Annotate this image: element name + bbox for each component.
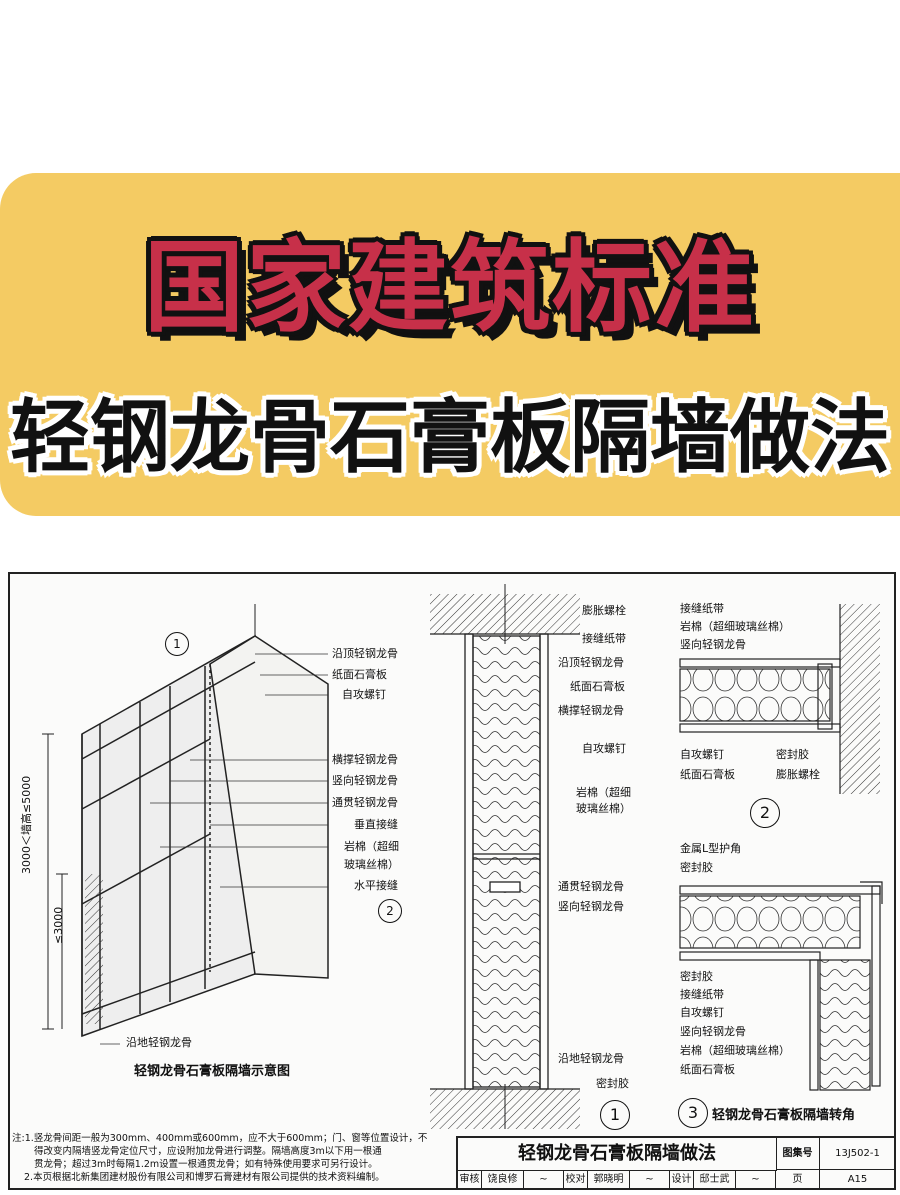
section-label: 玻璃丝棉） [576, 802, 631, 815]
page-number: A15 [820, 1170, 896, 1190]
dimension-label: 3000＜墙高≤5000 [20, 775, 33, 874]
left-label: 通贯轻钢龙骨 [332, 796, 398, 809]
note-line: 得改变内隔墙竖龙骨定位尺寸，应设附加龙骨进行调整。隔墙高度3m以下用一根通 [34, 1146, 382, 1157]
detail-3 [679, 881, 883, 1091]
detail-label: 膨胀螺栓 [776, 768, 820, 781]
designer-signature: ~ [736, 1170, 776, 1190]
detail-label: 接缝纸带 [680, 602, 724, 615]
detail-label: 密封胶 [680, 861, 713, 874]
bottom-left-label: 沿地轻钢龙骨 [126, 1036, 192, 1049]
section-label: 接缝纸带 [582, 632, 626, 645]
atlas-number: 13J502-1 [820, 1138, 896, 1170]
detail-label: 竖向轻钢龙骨 [680, 1025, 746, 1038]
detail-marker: 2 [750, 798, 780, 828]
section-label: 横撑轻钢龙骨 [558, 704, 624, 717]
detail-label: 纸面石膏板 [680, 768, 735, 781]
detail-label: 密封胶 [680, 970, 713, 983]
section-label: 沿地轻钢龙骨 [558, 1052, 624, 1065]
detail-label: 岩棉（超细玻璃丝棉） [680, 1044, 790, 1057]
section-label: 密封胶 [596, 1077, 629, 1090]
reviewer-signature: ~ [524, 1170, 564, 1190]
left-label: 沿顶轻钢龙骨 [332, 647, 398, 660]
left-label: 纸面石膏板 [332, 668, 387, 681]
note-line: 注:1.竖龙骨间距一般为300mm、400mm或600mm，应不大于600mm；… [12, 1133, 428, 1144]
detail-label: 接缝纸带 [680, 988, 724, 1001]
dimension-label: ≤3000 [52, 906, 65, 944]
left-label: 岩棉（超细 [344, 840, 399, 853]
left-label: 垂直接缝 [354, 818, 398, 831]
detail-marker: 3 [678, 1098, 708, 1128]
left-label: 水平接缝 [354, 879, 398, 892]
title-block: 轻钢龙骨石膏板隔墙做法 图集号 13J502-1 审核 饶良修 ~ 校对 郭晓明… [456, 1136, 896, 1190]
isometric-wall [42, 604, 329, 1038]
section-label: 通贯轻钢龙骨 [558, 880, 624, 893]
drawing-sheet: 沿顶轻钢龙骨 纸面石膏板 自攻螺钉 横撑轻钢龙骨 竖向轻钢龙骨 通贯轻钢龙骨 垂… [8, 572, 896, 1190]
section-label: 沿顶轻钢龙骨 [558, 656, 624, 669]
note-line: 2.本页根据北新集团建材股份有限公司和博罗石膏建材有限公司提供的技术资料编制。 [24, 1172, 385, 1183]
section-label: 纸面石膏板 [570, 680, 625, 693]
checker-signature: ~ [630, 1170, 670, 1190]
section-marker: 1 [165, 632, 189, 656]
drawing-linework [42, 584, 883, 1129]
corner-caption: 轻钢龙骨石膏板隔墙转角 [712, 1108, 856, 1123]
detail-label: 竖向轻钢龙骨 [680, 638, 746, 651]
page-label: 页 [776, 1170, 820, 1190]
left-label: 玻璃丝棉） [344, 858, 399, 871]
detail-label: 自攻螺钉 [680, 748, 724, 761]
notes: 注:1.竖龙骨间距一般为300mm、400mm或600mm，应不大于600mm；… [12, 1132, 452, 1184]
reviewer-name: 饶良修 [482, 1170, 524, 1190]
detail-label: 金属L型护角 [680, 842, 742, 855]
section-label: 岩棉（超细 [576, 786, 631, 799]
subheadline: 轻钢龙骨石膏板隔墙做法 [10, 391, 890, 484]
review-label: 审核 [458, 1170, 482, 1190]
title-banner [0, 173, 900, 516]
checker-name: 郭晓明 [588, 1170, 630, 1190]
detail-2 [679, 604, 880, 794]
section-label: 自攻螺钉 [582, 742, 626, 755]
left-label: 横撑轻钢龙骨 [332, 753, 398, 766]
section-label: 竖向轻钢龙骨 [558, 900, 624, 913]
left-label: 竖向轻钢龙骨 [332, 774, 398, 787]
headline: 国家建筑标准 [144, 229, 756, 346]
section-label: 膨胀螺栓 [582, 604, 626, 617]
detail-label: 纸面石膏板 [680, 1063, 735, 1076]
section-marker: 2 [378, 899, 402, 923]
check-label: 校对 [564, 1170, 588, 1190]
wall-section [430, 584, 580, 1129]
designer-name: 邸士武 [694, 1170, 736, 1190]
detail-label: 自攻螺钉 [680, 1006, 724, 1019]
detail-marker: 1 [600, 1100, 630, 1130]
left-caption: 轻钢龙骨石膏板隔墙示意图 [134, 1064, 291, 1079]
detail-label: 密封胶 [776, 748, 809, 761]
detail-label: 岩棉（超细玻璃丝棉） [680, 620, 790, 633]
atlas-label: 图集号 [776, 1138, 820, 1170]
design-label: 设计 [670, 1170, 694, 1190]
note-line: 贯龙骨；超过3m时每隔1.2m设置一根通贯龙骨；如有特殊使用要求可另行设计。 [34, 1159, 378, 1170]
drawing-title: 轻钢龙骨石膏板隔墙做法 [458, 1138, 777, 1171]
left-label: 自攻螺钉 [342, 688, 386, 701]
